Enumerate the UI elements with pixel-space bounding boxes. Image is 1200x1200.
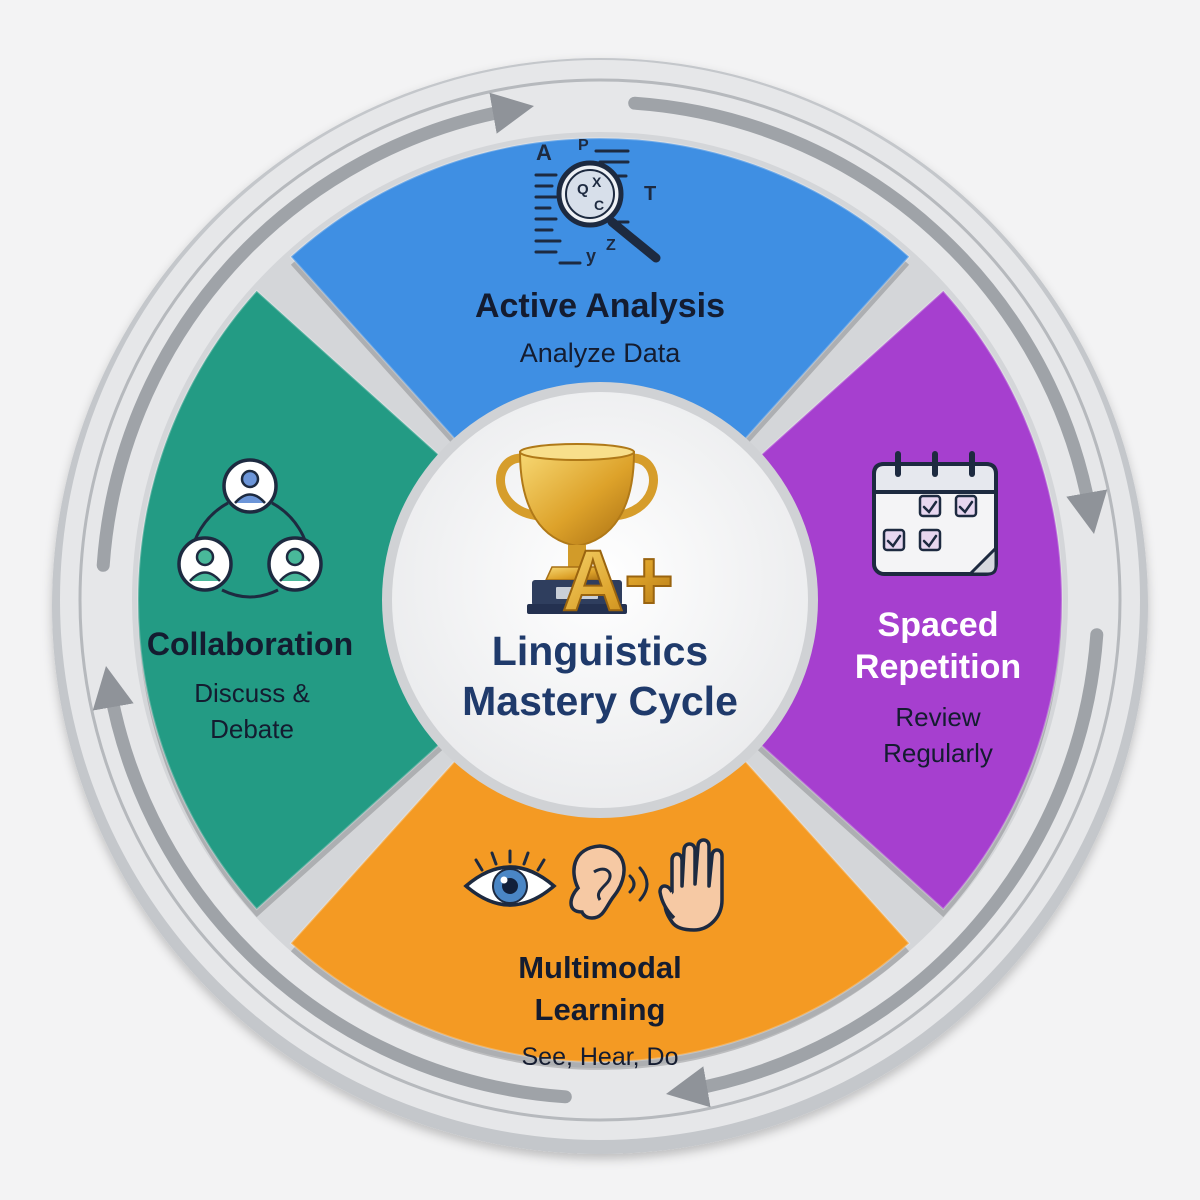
repetition-title-line2: Repetition bbox=[855, 648, 1021, 686]
repetition-subtitle-line1: Review bbox=[895, 702, 980, 732]
people-network-icon bbox=[177, 458, 323, 599]
center-title-line2: Mastery Cycle bbox=[462, 678, 738, 724]
letter-p: P bbox=[578, 137, 589, 154]
magnifier-letters-icon: A P T y Z Q X C bbox=[534, 137, 661, 266]
analysis-subtitle: Analyze Data bbox=[520, 338, 682, 368]
multimodal-title-line2: Learning bbox=[535, 992, 666, 1027]
collaboration-title: Collaboration bbox=[147, 626, 353, 662]
letter-z: Z bbox=[606, 237, 616, 254]
cycle-arrow-2 bbox=[666, 628, 1104, 1108]
letter-a: A bbox=[536, 140, 552, 165]
letter-y: y bbox=[586, 246, 596, 266]
analysis-title: Active Analysis bbox=[475, 287, 725, 325]
cycle-arrows bbox=[92, 92, 1108, 1108]
center-title-line1: Linguistics bbox=[492, 628, 708, 674]
collaboration-subtitle-line1: Discuss & bbox=[194, 678, 310, 708]
letter-q: Q bbox=[577, 181, 589, 198]
multimodal-subtitle: See, Hear, Do bbox=[521, 1043, 678, 1071]
outer-ring-inner-edge bbox=[78, 78, 1122, 1122]
cycle-arrow-1 bbox=[628, 96, 1108, 534]
repetition-subtitle-line2: Regularly bbox=[883, 738, 993, 768]
ear-icon bbox=[569, 844, 649, 920]
letter-c: C bbox=[594, 197, 604, 213]
calendar-icon bbox=[872, 451, 998, 576]
collaboration-subtitle-line2: Debate bbox=[210, 714, 294, 744]
cycle-arrow-4 bbox=[96, 92, 534, 572]
trophy-icon bbox=[496, 443, 658, 614]
letter-t: T bbox=[644, 183, 656, 205]
letter-x: X bbox=[592, 174, 602, 190]
eye-icon bbox=[463, 849, 557, 907]
multimodal-title-line1: Multimodal bbox=[518, 950, 682, 985]
segments bbox=[137, 137, 1063, 1070]
cycle-arrow-3 bbox=[92, 666, 572, 1104]
hand-icon bbox=[658, 838, 724, 932]
repetition-title-line1: Spaced bbox=[878, 606, 999, 644]
center-grade-badge: A+ bbox=[562, 533, 674, 629]
